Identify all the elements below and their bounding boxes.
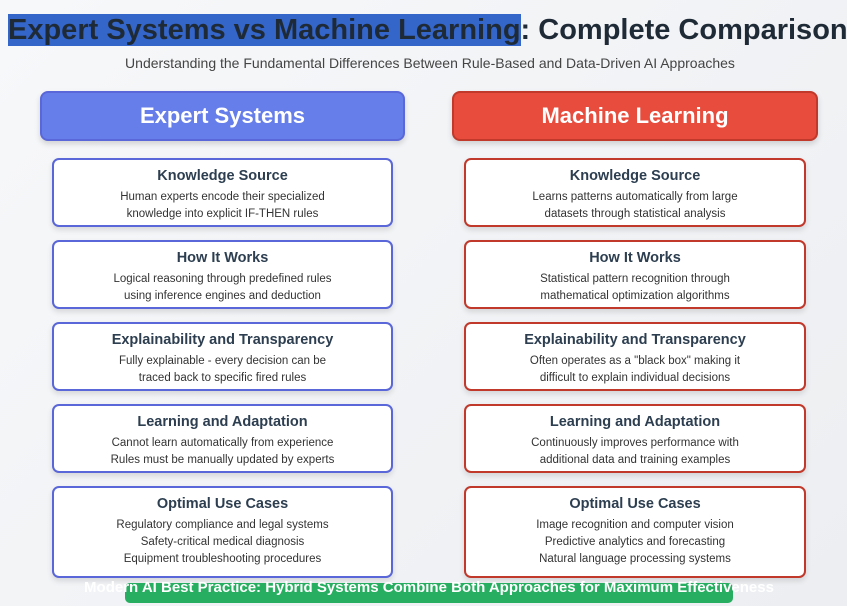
card-text: mathematical optimization algorithms [540,290,730,302]
card-text: Statistical pattern recognition through [540,273,730,285]
card-title: How It Works [176,250,269,266]
card-title: Learning and Adaptation [549,414,721,430]
page-title: Expert Systems vs Machine Learning: Comp… [8,12,847,48]
card-title: How It Works [589,250,681,266]
card-title: Explainability and Transparency [524,332,746,348]
title-rest: : Complete Comparison [520,14,847,46]
card-text: Equipment troubleshooting procedures [123,553,322,565]
card-text: additional data and training examples [539,454,731,466]
card-text: Natural language processing systems [539,553,731,565]
card-text: Human experts encode their specialized [120,191,325,203]
card-title: Knowledge Source [157,168,288,184]
card-text: Rules must be manually updated by expert… [110,454,335,466]
card-title: Optimal Use Cases [156,496,289,512]
card-text: knowledge into explicit IF-THEN rules [126,208,319,220]
card-text: Image recognition and computer vision [536,519,734,531]
hybrid-banner [125,583,733,603]
card-text: Learns patterns automatically from large [532,191,738,203]
card-text: using inference engines and deduction [124,290,321,302]
card-title: Knowledge Source [569,168,701,184]
expert-systems-header: Expert Systems [40,91,405,141]
card-text: traced back to specific fired rules [138,372,307,384]
card-text: Continuously improves performance with [531,437,739,449]
page-subtitle: Understanding the Fundamental Difference… [125,55,735,71]
card-title: Learning and Adaptation [137,414,308,430]
card-text: Fully explainable - every decision can b… [118,355,327,367]
card-text: Regulatory compliance and legal systems [116,519,329,531]
machine-learning-header: Machine Learning [452,91,818,141]
card-text: Predictive analytics and forecasting [544,536,726,548]
card-text: Cannot learn automatically from experien… [111,437,334,449]
card-title: Explainability and Transparency [111,332,334,348]
card-text: Logical reasoning through predefined rul… [113,273,332,285]
card-text: Safety-critical medical diagnosis [140,536,305,548]
card-text: difficult to explain individual decision… [539,372,731,384]
selected-title-text: Expert Systems vs Machine Learning [8,14,521,46]
card-title: Optimal Use Cases [569,496,701,512]
card-text: datasets through statistical analysis [544,208,726,220]
hybrid-banner-text: Modern AI Best Practice: Hybrid Systems … [84,579,774,596]
card-text: Often operates as a "black box" making i… [529,355,741,367]
